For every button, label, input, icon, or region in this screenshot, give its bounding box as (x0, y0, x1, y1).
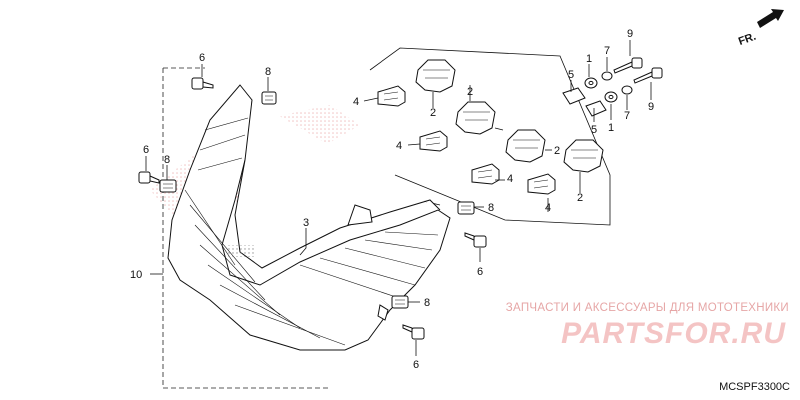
bulb-2 (419, 130, 448, 152)
socket-3 (505, 129, 546, 163)
bulb-1 (377, 85, 406, 107)
screw-bottom (402, 324, 425, 340)
socket-4 (563, 139, 604, 173)
callout-1: 1 (608, 122, 614, 134)
callout-2: 2 (554, 145, 560, 157)
collar-2 (585, 100, 607, 117)
callouts: 6 8 6 8 10 3 4 2 2 4 4 4 2 2 5 5 1 1 7 7… (130, 28, 654, 371)
callout-2: 2 (430, 107, 436, 119)
callout-5: 5 (591, 124, 597, 136)
washer-7a (601, 71, 613, 81)
washer-1 (584, 77, 598, 89)
bolt-9a (613, 57, 643, 74)
callout-2: 2 (467, 86, 473, 98)
callout-1: 1 (586, 53, 592, 65)
callout-6: 6 (477, 266, 483, 278)
callout-10: 10 (130, 269, 142, 281)
diagram-code: MCSPF3300C (719, 381, 790, 393)
tail-light-housing (167, 84, 451, 351)
washer-7b (621, 85, 633, 95)
watermark-subtitle: ЗАПЧАСТИ И АКСЕССУАРЫ ДЛЯ МОТОТЕХНИКИ (505, 302, 789, 314)
callout-4: 4 (396, 140, 402, 152)
bulb-group-frame (369, 47, 611, 226)
callout-4: 4 (507, 173, 513, 185)
callout-6: 6 (199, 52, 205, 64)
callout-5: 5 (568, 69, 574, 81)
grommet-right-upper (457, 201, 475, 215)
callout-3: 3 (303, 217, 309, 229)
callout-6: 6 (143, 144, 149, 156)
bolt-9b (633, 67, 663, 84)
grommet-top-left (261, 91, 277, 105)
screw-left (138, 171, 160, 184)
grommet-left (159, 179, 177, 193)
callout-4: 4 (545, 202, 551, 214)
bulb-4 (527, 173, 556, 195)
callout-4: 4 (353, 96, 359, 108)
grommet-right-lower (391, 295, 409, 309)
socket-1 (415, 59, 456, 93)
callout-8: 8 (424, 297, 430, 309)
washer-2 (604, 91, 618, 103)
callout-9: 9 (627, 28, 633, 40)
leader-lines (145, 40, 652, 356)
screw-right (464, 232, 487, 248)
callout-7: 7 (604, 45, 610, 57)
bulb-3 (471, 163, 500, 185)
collar-1 (562, 87, 586, 105)
screw-top (191, 77, 214, 90)
socket-2 (455, 101, 496, 135)
callout-9: 9 (648, 101, 654, 113)
front-direction-arrow: FR. (737, 9, 784, 48)
callout-8: 8 (488, 202, 494, 214)
direction-label: FR. (737, 31, 758, 48)
callout-2: 2 (577, 192, 583, 204)
watermark-logo: PARTSFOR.RU (561, 317, 786, 350)
callout-8: 8 (164, 154, 170, 166)
callout-7: 7 (624, 110, 630, 122)
callout-8: 8 (265, 66, 271, 78)
callout-6: 6 (413, 359, 419, 371)
